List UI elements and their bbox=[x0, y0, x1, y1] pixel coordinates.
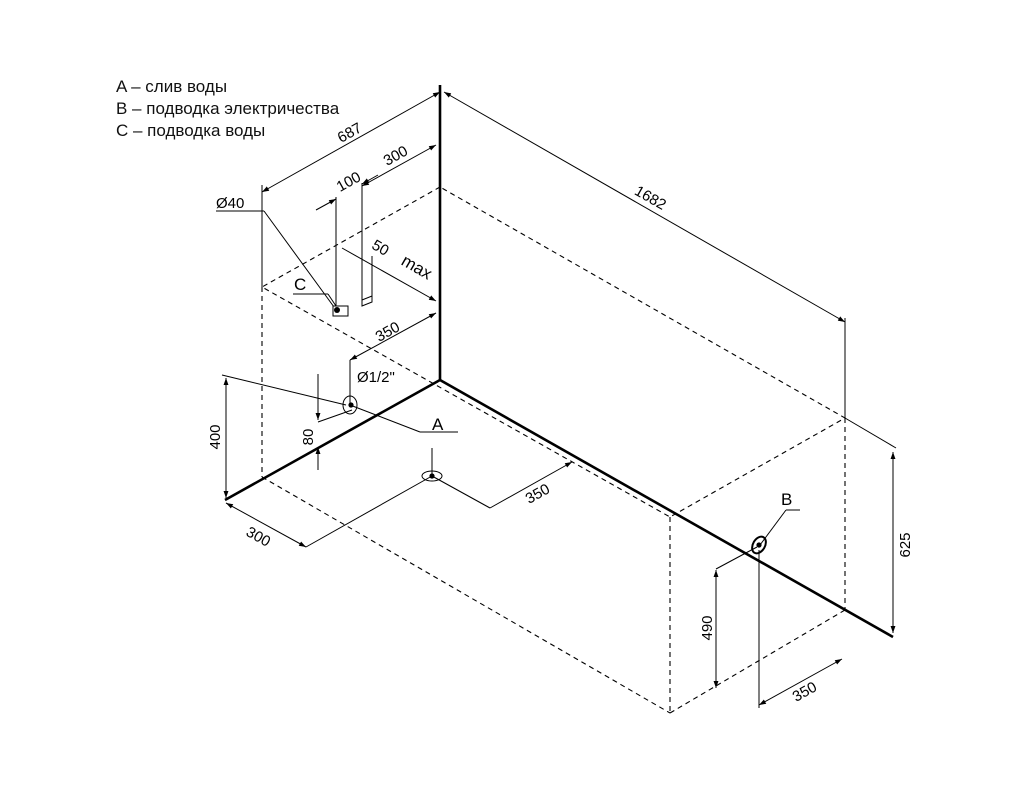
dim-300-bottom-label: 300 bbox=[243, 524, 273, 551]
dim-350-wall-label: 350 bbox=[373, 319, 403, 346]
dim-490-label: 490 bbox=[699, 615, 716, 640]
dim-1682-label: 1682 bbox=[632, 182, 669, 213]
point-b-label: B bbox=[781, 490, 792, 509]
wall-outlet-icon bbox=[342, 395, 358, 415]
point-c: Ø40 C bbox=[216, 195, 349, 317]
wall-lines bbox=[224, 85, 894, 639]
wall-drain-outlet: Ø1/2" A 80 400 bbox=[207, 369, 458, 498]
dim-350-wall: 350 bbox=[349, 312, 437, 405]
bathtub-top-rim bbox=[260, 186, 847, 518]
dim-diam-half-inch-label: Ø1/2" bbox=[357, 369, 395, 386]
dim-1682: 1682 bbox=[443, 91, 846, 418]
electric-outlet-icon bbox=[751, 535, 767, 555]
dim-100-label: 100 bbox=[334, 169, 364, 196]
dim-50-label: 50 bbox=[369, 237, 392, 260]
point-c-label: C bbox=[294, 275, 306, 294]
dim-400-label: 400 bbox=[207, 424, 224, 449]
legend-item-a: A – слив воды bbox=[116, 77, 228, 96]
dim-625-label: 625 bbox=[897, 532, 914, 557]
dim-80-label: 80 bbox=[300, 429, 317, 446]
dim-350-floor-label: 350 bbox=[523, 481, 553, 508]
dim-diam-40-label: Ø40 bbox=[216, 195, 244, 212]
floor-corner-short bbox=[224, 378, 441, 502]
floor-corner-long bbox=[439, 378, 894, 639]
point-a-label: A bbox=[432, 415, 444, 434]
legend-item-c: C – подводка воды bbox=[116, 121, 266, 140]
point-b: B 625 490 350 bbox=[699, 417, 914, 708]
bathtub-outline bbox=[260, 186, 847, 714]
dim-687-label: 687 bbox=[335, 120, 365, 147]
dim-max-label: max bbox=[398, 251, 436, 284]
dim-supply-offsets: 300 100 50 max bbox=[315, 143, 437, 312]
faucet-outlet-icon bbox=[361, 295, 373, 307]
floor-drain: 350 300 bbox=[225, 448, 573, 551]
dim-350-bottom-label: 350 bbox=[790, 679, 820, 706]
dim-300-top-label: 300 bbox=[381, 143, 411, 170]
